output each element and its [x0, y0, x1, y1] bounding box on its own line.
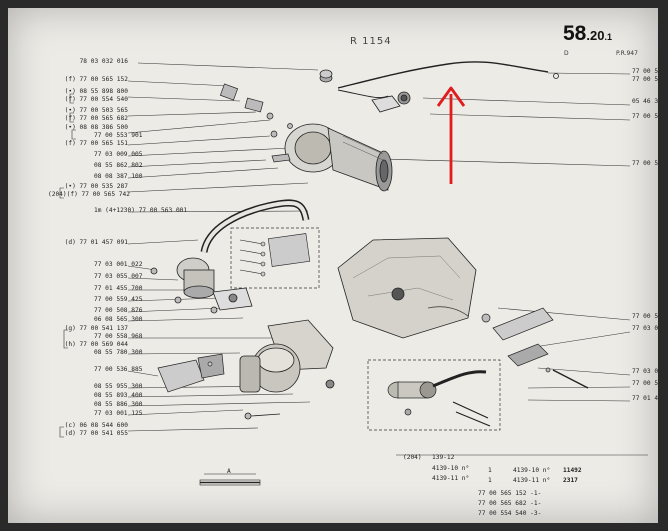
footer-part2: 77 00 565 682 -1- [478, 500, 542, 507]
part-number-label: 1m (4+1230) 77 00 563 001 [94, 207, 188, 214]
part-number-label-right: 77 00 511 6 [632, 380, 658, 387]
part-number-label: (c) 06 08 544 600 [64, 422, 128, 429]
footer-part1: 77 00 565 152 -1- [478, 490, 542, 497]
d-mark: D [564, 50, 569, 57]
footer-serial1: 11492 [563, 467, 582, 474]
page-major: 58 [563, 22, 587, 45]
footer-code: (204) [403, 454, 422, 461]
part-number-label-right: 77 00 502 95 [632, 160, 658, 167]
parts-catalog-page: R 1154 58.20.1 D P.R.947 78 03 032 016 (f… [8, 8, 658, 523]
red-arrow-annotation [436, 86, 466, 184]
footer-model1: 4139-10 n° [513, 467, 551, 474]
footer-row2: 4139-10 n° [432, 465, 470, 472]
part-number-label-right: 77 03 055 00 [632, 325, 658, 332]
part-number-label: 77 00 508 876 [94, 307, 143, 314]
part-number-label: 77 03 001 125 [94, 410, 143, 417]
footer-qty2: 1 [488, 477, 492, 484]
part-number-label: 08 55 893 400 [94, 392, 143, 399]
part-number-label: 77 00 536 885 [94, 366, 143, 373]
page-number: 58.20.1 [563, 22, 612, 46]
page-minor: .20 [586, 28, 605, 43]
part-number-label: (f) 77 00 565 152 [64, 76, 128, 83]
part-number-label: (d) 77 00 541 055 [64, 430, 128, 437]
part-number-label: 08 55 955 300 [94, 383, 143, 390]
part-number-label: 77 00 553 901 [94, 132, 143, 139]
scale-label: A [227, 468, 231, 475]
reference-code: R 1154 [350, 36, 392, 47]
part-number-label: 08 08 387 100 [94, 173, 143, 180]
part-number-label: 77 01 455 700 [94, 285, 143, 292]
footer-qty1: 1 [488, 467, 492, 474]
footer-part3: 77 00 554 540 -3- [478, 510, 542, 517]
part-number-label-right: 77 00 564 [632, 76, 658, 83]
part-number-label: (•) 08 08 386 500 [64, 124, 128, 131]
part-number-label-right: 05 46 395 7 [632, 98, 658, 105]
part-number-label: 77 00 559 425 [94, 296, 143, 303]
part-number-label: 77 03 055 007 [94, 273, 143, 280]
part-number-label-right: 77 00 537 [632, 68, 658, 75]
part-number-label: (h) 77 00 569 044 [64, 341, 128, 348]
exploded-diagram [59, 61, 648, 486]
part-number-label-right: 77 03 001 0 [632, 368, 658, 375]
part-number-label: (204)(f) 77 00 565 742 [48, 191, 130, 198]
part-number-label: 77 00 558 968 [94, 333, 143, 340]
footer-row3: 4139-11 n° [432, 475, 470, 482]
part-number-label: (•) 08 55 898 800 [64, 88, 128, 95]
part-number-label: (d) 77 01 457 091 [64, 239, 128, 246]
part-number-label-right: 77 01 453 08 [632, 395, 658, 402]
part-number-label: 08 55 862 802 [94, 162, 143, 169]
part-number-label: (f) 77 00 554 540 [64, 96, 128, 103]
pr-code: P.R.947 [616, 50, 638, 57]
part-number-label: (•) 77 00 535 287 [64, 183, 128, 190]
part-number-label: 77 03 001 022 [94, 261, 143, 268]
part-number-label: (•) 77 00 503 565 [64, 107, 128, 114]
part-number-label: 06 08 565 300 [94, 316, 143, 323]
part-number-label: (g) 77 00 541 137 [64, 325, 128, 332]
part-number-label: 78 03 032 016 [79, 58, 128, 65]
part-number-label-right: 77 00 508 82 [632, 313, 658, 320]
part-number-label: (f) 77 00 565 682 [64, 115, 128, 122]
red-arrow-head [436, 86, 466, 107]
footer-serial2: 2317 [563, 477, 578, 484]
footer-model2: 4139-11 n° [513, 477, 551, 484]
part-number-label-right: 77 00 538 9 [632, 113, 658, 120]
page-sub: .1 [604, 32, 612, 42]
part-number-label: 08 55 886 300 [94, 401, 143, 408]
part-number-label: (f) 77 00 565 151 [64, 140, 128, 147]
part-number-label: 77 03 009 005 [94, 151, 143, 158]
part-number-label: 08 55 780 300 [94, 349, 143, 356]
footer-row1: 139-12 [432, 454, 455, 461]
